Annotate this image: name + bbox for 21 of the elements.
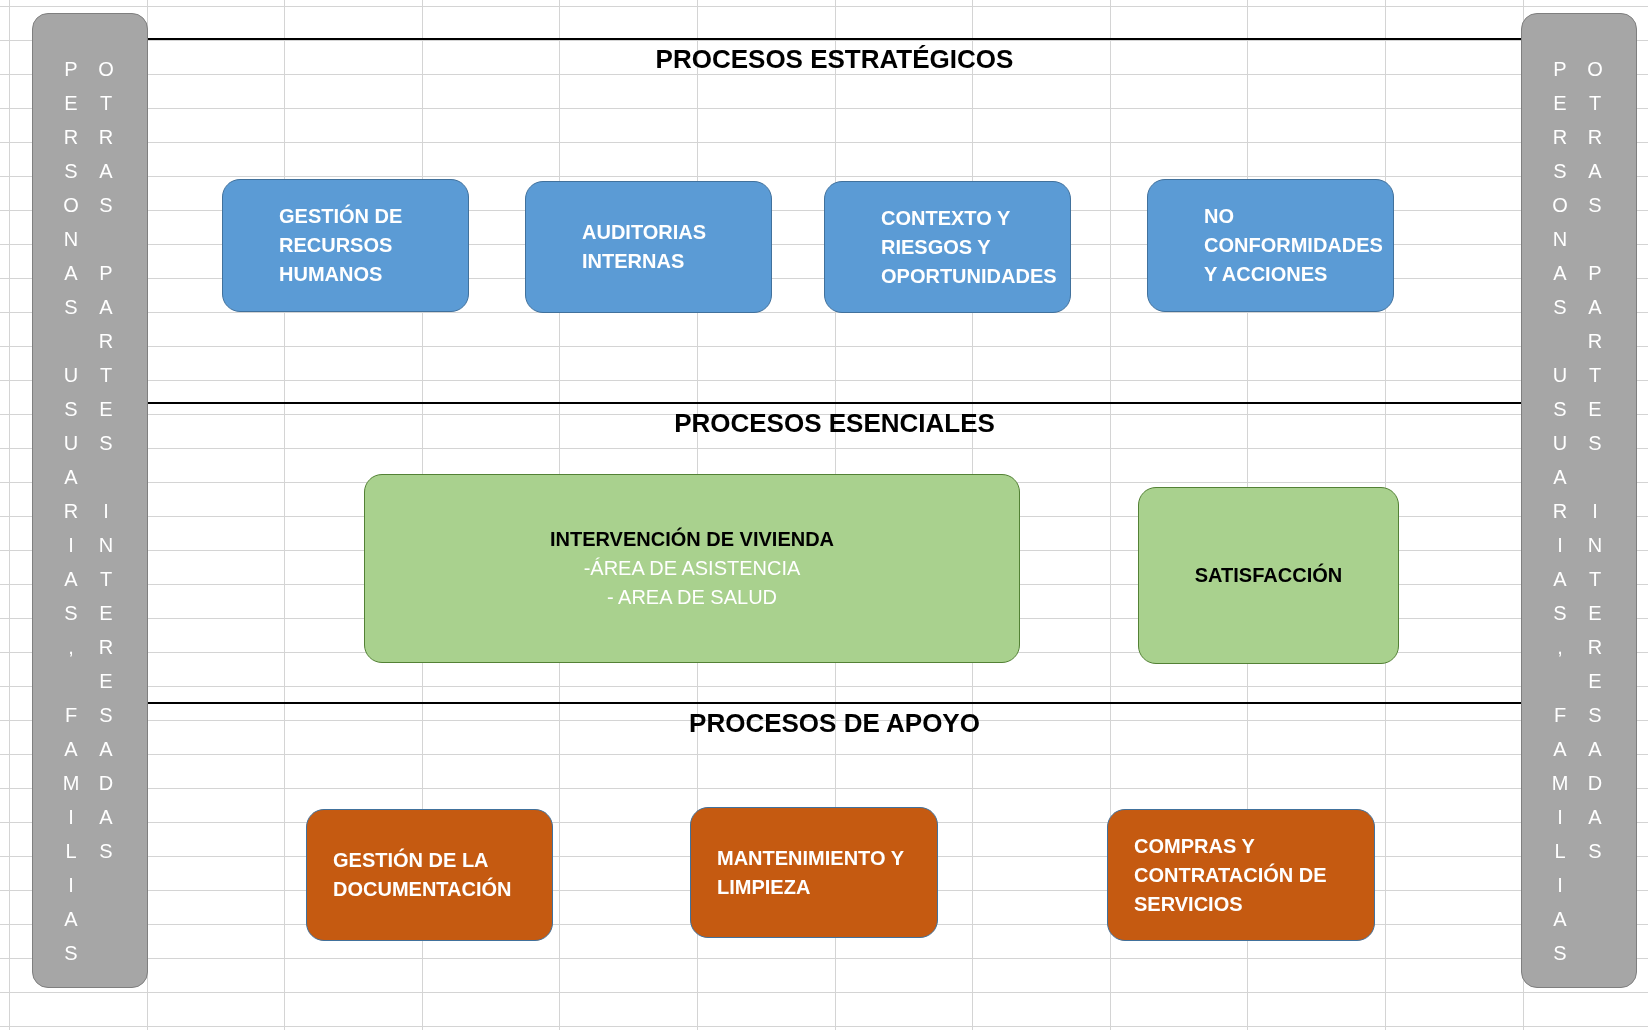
process-box: GESTIÓN DE LA DOCUMENTACIÓN bbox=[306, 809, 553, 941]
box-title: INTERVENCIÓN DE VIVIENDA bbox=[549, 526, 835, 552]
band-title: PROCESOS ESENCIALES bbox=[673, 408, 996, 439]
process-box: AUDITORIAS INTERNAS bbox=[525, 181, 772, 313]
box-text: -ÁREA DE ASISTENCIA bbox=[583, 556, 801, 581]
vertical-label: OTRAS PARTES INTERESADAS bbox=[1585, 58, 1605, 874]
process-box: NO CONFORMIDADES Y ACCIONES bbox=[1147, 179, 1394, 312]
process-box: MANTENIMIENTO Y LIMPIEZA bbox=[690, 807, 938, 938]
band-title: PROCESOS DE APOYO bbox=[688, 708, 981, 739]
process-box: CONTEXTO Y RIESGOS Y OPORTUNIDADES bbox=[824, 181, 1071, 313]
process-box: SATISFACCIÓN bbox=[1138, 487, 1399, 664]
side-bar bbox=[32, 13, 148, 988]
vertical-label: PERSONAS USUARIAS, FAMILIAS bbox=[61, 58, 81, 976]
box-text: - AREA DE SALUD bbox=[606, 585, 778, 610]
side-bar bbox=[1521, 13, 1637, 988]
vertical-label: OTRAS PARTES INTERESADAS bbox=[96, 58, 116, 874]
band-title: PROCESOS ESTRATÉGICOS bbox=[654, 44, 1015, 75]
process-box bbox=[364, 474, 1020, 663]
vertical-label: PERSONAS USUARIAS, FAMILIAS bbox=[1550, 58, 1570, 976]
process-box: GESTIÓN DE RECURSOS HUMANOS bbox=[222, 179, 469, 312]
process-box: COMPRAS Y CONTRATACIÓN DE SERVICIOS bbox=[1107, 809, 1375, 941]
